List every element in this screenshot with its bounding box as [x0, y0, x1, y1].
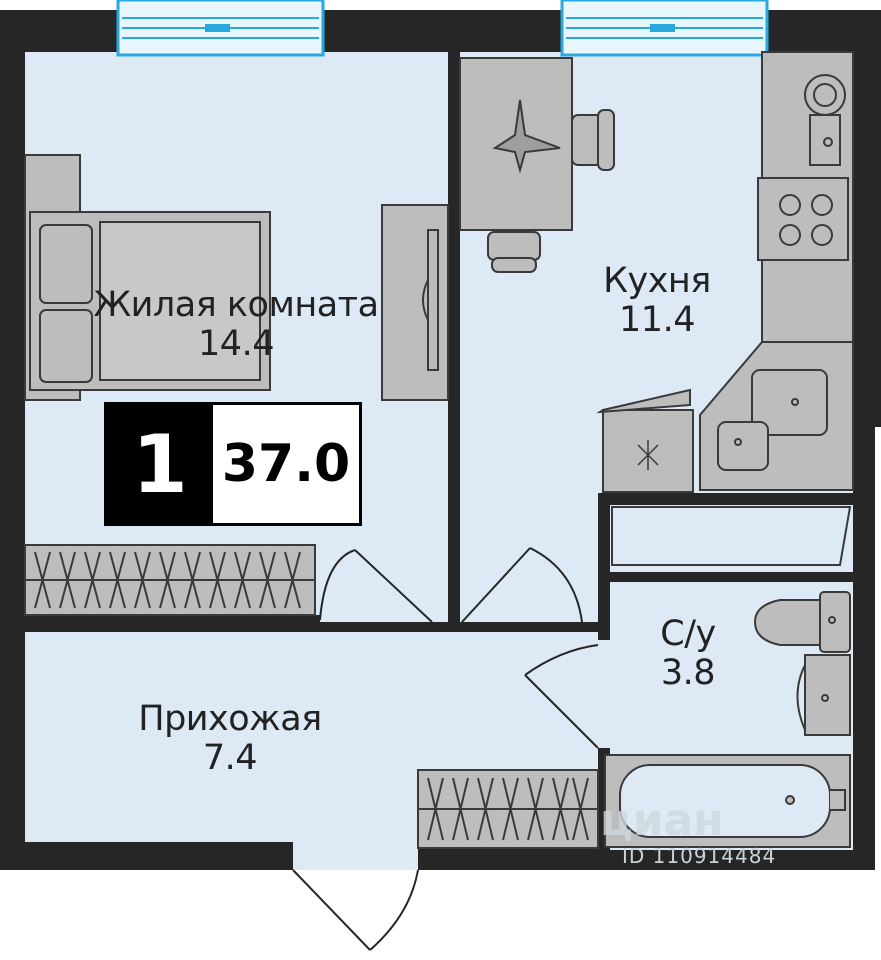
apartment-badge: 1 37.0	[104, 402, 362, 526]
wardrobe-hall	[417, 769, 599, 849]
wall-right-notch	[853, 52, 881, 427]
dining-table	[459, 57, 573, 231]
total-area: 37.0	[221, 434, 351, 494]
room-area: 11.4	[619, 300, 695, 341]
sink	[796, 654, 851, 736]
chair	[487, 109, 615, 273]
rooms-count: 1	[107, 405, 213, 523]
wall-kitchen-bath-stub	[582, 622, 610, 632]
floor-bathroom-door-gap	[598, 640, 614, 750]
floor-hall-lower	[293, 760, 418, 870]
wall-living-kitchen	[448, 40, 460, 622]
wall-right-lower-edge	[853, 427, 875, 870]
room-area: 14.4	[198, 324, 274, 365]
room-name: Жилая комната	[93, 285, 379, 325]
kitchen-counter	[596, 51, 854, 493]
room-name: Кухня	[603, 261, 711, 301]
bed	[24, 154, 271, 401]
door-entrance[interactable]	[292, 869, 419, 951]
wall-living-hall	[25, 615, 320, 632]
room-label-hall: Прихожая 7.4	[120, 699, 340, 779]
bathtub	[604, 754, 851, 848]
wall-hall-bottom-left	[25, 842, 293, 870]
wall-bathroom-mid	[598, 572, 853, 582]
room-name: С/у	[660, 614, 716, 654]
wall-hall-kitchen-stub	[432, 622, 462, 632]
door-bathroom[interactable]	[524, 644, 599, 749]
wall-bathroom-left	[598, 495, 610, 640]
room-name: Прихожая	[138, 699, 322, 739]
tv-stand	[381, 204, 449, 401]
door-living[interactable]	[319, 549, 433, 623]
room-label-kitchen: Кухня 11.4	[572, 261, 742, 341]
toilet	[753, 591, 851, 653]
bathroom-shelf	[611, 506, 852, 566]
watermark-logo: циан	[600, 795, 724, 846]
room-label-living: Жилая комната 14.4	[92, 285, 380, 365]
watermark-id: ID 110914484	[622, 844, 777, 868]
wardrobe-living	[24, 544, 316, 616]
door-kitchen[interactable]	[461, 547, 583, 623]
room-area: 3.8	[660, 653, 716, 694]
wall-bathroom-top	[598, 493, 853, 505]
room-area: 7.4	[202, 738, 258, 779]
wall-hall-bottom-right	[418, 850, 858, 870]
room-label-bathroom: С/у 3.8	[628, 614, 748, 694]
